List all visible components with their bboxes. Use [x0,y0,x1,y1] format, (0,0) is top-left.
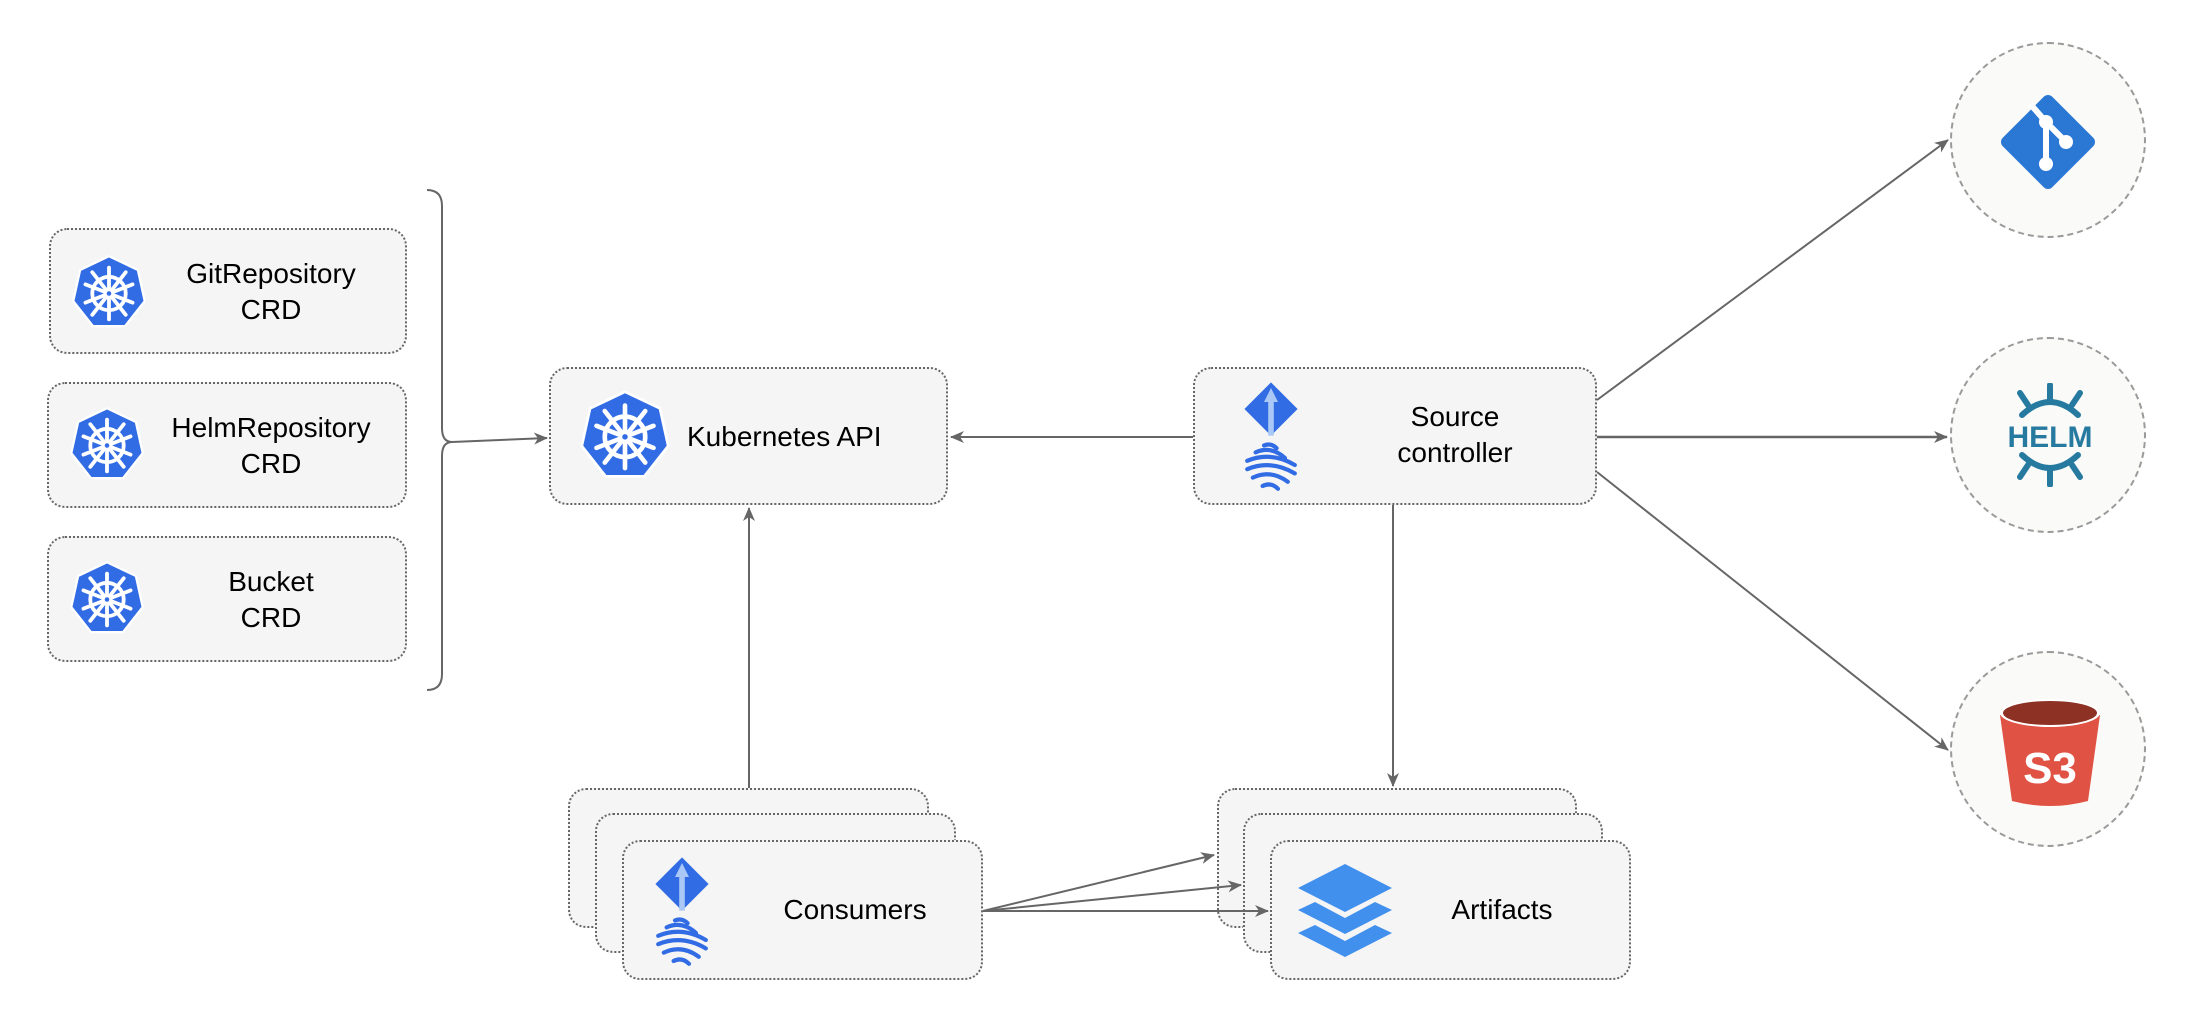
crd-type: CRD [240,602,302,633]
consumers-label: Consumers [783,894,927,925]
kubernetes-icon [69,406,145,482]
edge-source-controller-to-git [1596,139,1949,401]
s3-source[interactable]: S3 [1950,651,2146,847]
crd-brace [426,189,453,691]
artifacts-label: Artifacts [1451,894,1553,925]
s3-wordmark: S3 [2023,744,2077,793]
consumers-node[interactable]: Consumers [622,840,983,980]
kubernetes-icon [69,560,145,636]
edge-source-controller-to-s3 [1596,471,1949,751]
artifacts-node[interactable]: Artifacts [1270,840,1631,980]
git-source[interactable] [1950,42,2146,238]
crd-type: CRD [240,448,302,479]
edge-crds-to-kubernetes-api [451,432,548,445]
helm-wordmark: HELM [2008,421,2093,454]
crd-name: Bucket [228,566,314,597]
source-controller-line1: Source [1410,401,1500,432]
source-controller-node[interactable]: Source controller [1193,367,1597,505]
s3-bucket-icon: S3 [2000,699,2100,806]
flux-icon [1243,381,1299,493]
helm-source[interactable]: HELM [1950,337,2146,533]
crd-type: CRD [240,294,302,325]
kubernetes-api-node[interactable]: Kubernetes API [549,367,948,505]
flux-icon [654,856,710,968]
source-controller-line2: controller [1397,437,1513,468]
crd-name: HelmRepository [171,412,371,443]
git-icon [2000,94,2096,190]
crd-name: GitRepository [186,258,356,289]
kubernetes-icon [71,254,147,330]
layers-icon [1298,864,1392,957]
kubernetes-icon [579,389,671,481]
helm-icon: HELM [2008,383,2093,487]
kubernetes-api-label: Kubernetes API [687,421,882,452]
